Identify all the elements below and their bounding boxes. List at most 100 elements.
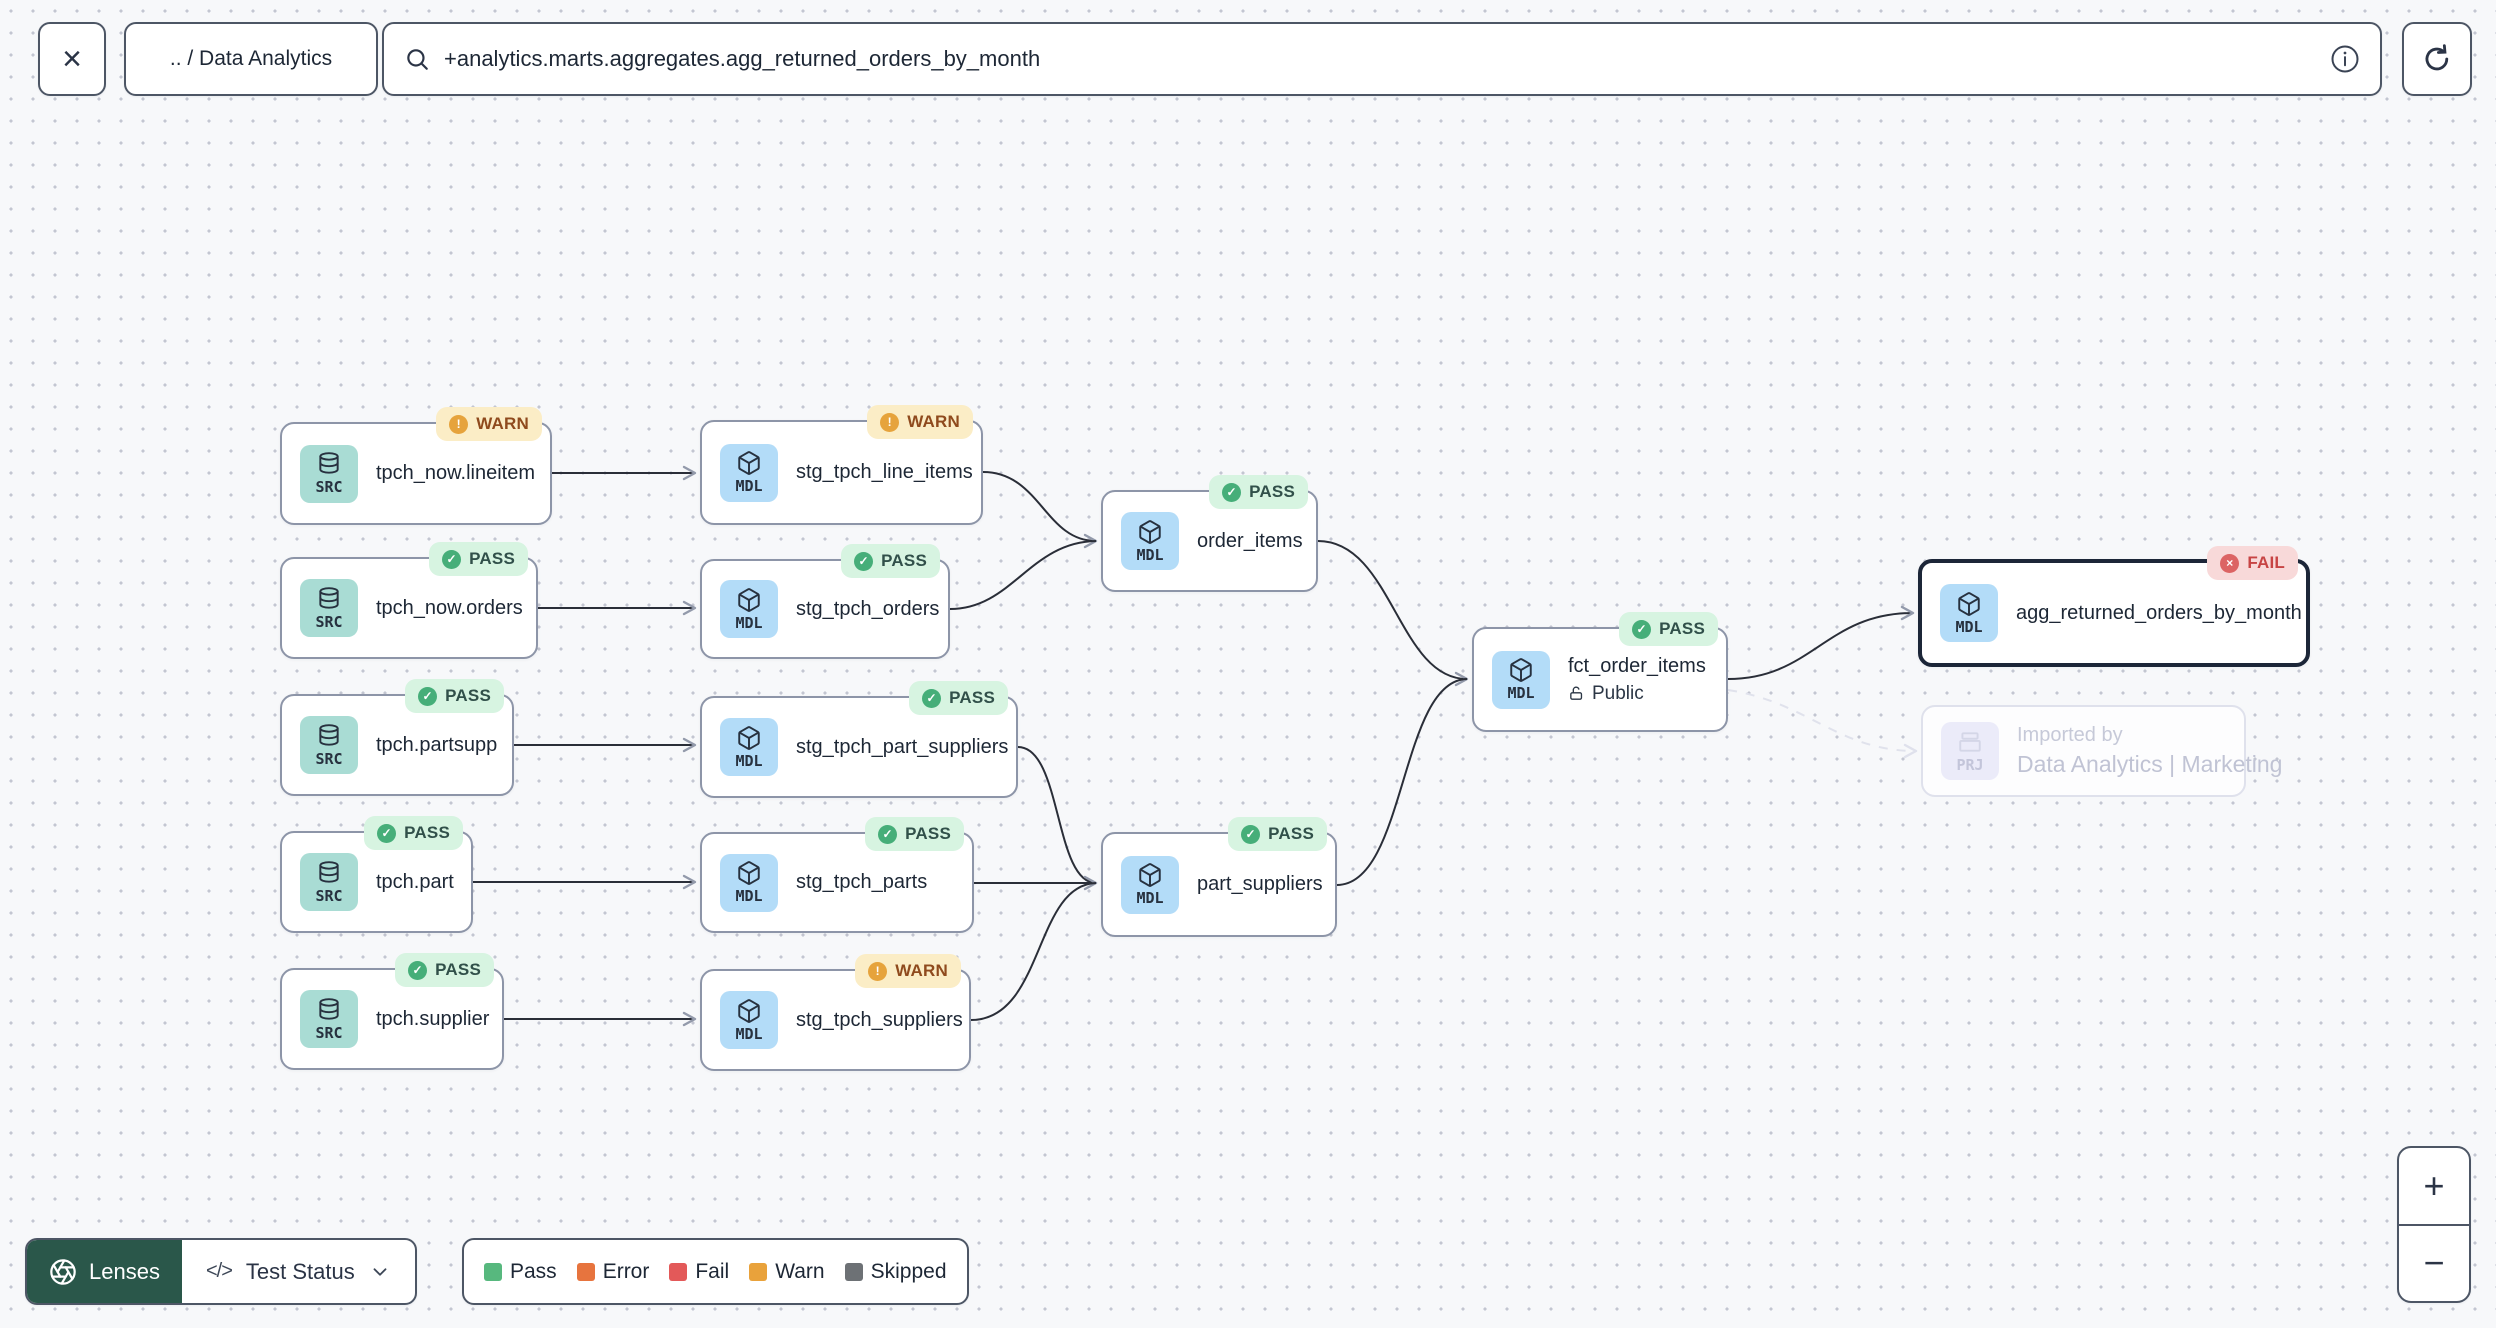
chevron-down-icon bbox=[373, 1267, 387, 1276]
access-row: Public bbox=[1568, 683, 1706, 705]
cube-icon bbox=[1139, 863, 1161, 887]
node-imported-by-project: PRJ Imported by Data Analytics | Marketi… bbox=[1921, 705, 2282, 797]
node-label: stg_tpch_part_suppliers bbox=[796, 735, 1009, 758]
status-badge: !WARN bbox=[855, 954, 961, 988]
node-tpch-now-lineitem[interactable]: !WARN SRC tpch_now.lineitem bbox=[280, 407, 552, 525]
check-icon: ✓ bbox=[377, 823, 397, 843]
cube-icon bbox=[738, 451, 760, 475]
unlock-icon bbox=[1570, 686, 1583, 700]
check-icon: ✓ bbox=[442, 549, 462, 569]
model-type-chip: MDL bbox=[1492, 650, 1550, 709]
legend-item-fail: Fail bbox=[669, 1260, 729, 1284]
status-badge: ✓PASS bbox=[429, 542, 528, 576]
node-stg-tpch-parts[interactable]: ✓PASS MDL stg_tpch_parts bbox=[700, 817, 974, 933]
legend-item-pass: Pass bbox=[484, 1260, 557, 1284]
node-order-items[interactable]: ✓PASS MDL order_items bbox=[1101, 475, 1318, 592]
status-badge: ✓PASS bbox=[1228, 817, 1327, 851]
code-icon: </> bbox=[205, 1260, 233, 1282]
model-type-chip: MDL bbox=[720, 580, 778, 638]
zoom-out-button[interactable]: − bbox=[2423, 1242, 2445, 1284]
cube-icon bbox=[738, 725, 760, 750]
check-icon: ✓ bbox=[408, 960, 428, 980]
status-badge: ✓PASS bbox=[1619, 612, 1718, 646]
node-stg-tpch-line-items[interactable]: !WARN MDL stg_tpch_line_items bbox=[700, 405, 983, 525]
cube-icon bbox=[738, 861, 760, 885]
lenses-label: Lenses bbox=[89, 1258, 160, 1284]
source-type-chip: SRC bbox=[300, 716, 358, 774]
warn-icon: ! bbox=[868, 961, 888, 981]
close-icon: × bbox=[62, 40, 82, 78]
node-stg-tpch-part-suppliers[interactable]: ✓PASS MDL stg_tpch_part_suppliers bbox=[700, 681, 1018, 798]
node-label: tpch_now.orders bbox=[376, 596, 523, 619]
node-tpch-supplier[interactable]: ✓PASS SRC tpch.supplier bbox=[280, 953, 504, 1070]
model-type-chip: MDL bbox=[720, 718, 778, 776]
node-tpch-part[interactable]: ✓PASS SRC tpch.part bbox=[280, 816, 473, 933]
status-badge: !WARN bbox=[867, 405, 973, 439]
fail-icon: × bbox=[2220, 553, 2240, 573]
project-type-chip: PRJ bbox=[1941, 722, 1999, 780]
database-icon bbox=[319, 586, 339, 609]
fail-swatch bbox=[669, 1262, 688, 1281]
status-badge: ✓PASS bbox=[364, 816, 463, 850]
node-label: stg_tpch_line_items bbox=[796, 461, 973, 483]
source-type-chip: SRC bbox=[300, 990, 358, 1048]
node-label: tpch.partsupp bbox=[376, 733, 498, 756]
check-icon: ✓ bbox=[854, 551, 874, 571]
node-label: stg_tpch_parts bbox=[796, 871, 928, 893]
refresh-icon bbox=[2425, 44, 2449, 71]
cube-icon bbox=[1510, 658, 1532, 682]
status-badge: ✓PASS bbox=[405, 679, 504, 713]
node-tpch-partsupp[interactable]: ✓PASS SRC tpch.partsupp bbox=[280, 679, 514, 796]
legend-item-skipped: Skipped bbox=[844, 1260, 947, 1284]
status-badge: ✓PASS bbox=[841, 544, 940, 578]
node-label: order_items bbox=[1197, 529, 1303, 552]
search-input[interactable] bbox=[444, 46, 2316, 72]
zoom-in-button[interactable]: + bbox=[2399, 1148, 2469, 1226]
source-type-chip: SRC bbox=[300, 853, 358, 911]
node-label: part_suppliers bbox=[1197, 873, 1323, 895]
info-icon[interactable] bbox=[2330, 44, 2360, 74]
search-icon bbox=[407, 49, 428, 70]
refresh-button[interactable] bbox=[2402, 22, 2472, 96]
model-type-chip: MDL bbox=[720, 853, 778, 912]
node-tpch-now-orders[interactable]: ✓PASS SRC tpch_now.orders bbox=[280, 542, 538, 659]
lenses-button[interactable]: Lenses bbox=[27, 1240, 182, 1303]
pass-swatch bbox=[484, 1262, 502, 1281]
cube-icon bbox=[1139, 519, 1161, 544]
node-label: stg_tpch_suppliers bbox=[796, 1008, 963, 1031]
model-type-chip: MDL bbox=[1121, 855, 1179, 914]
breadcrumb[interactable]: .. / Data Analytics bbox=[124, 22, 378, 96]
node-part-suppliers[interactable]: ✓PASS MDL part_suppliers bbox=[1101, 817, 1337, 937]
zoom-control: + − bbox=[2397, 1146, 2471, 1303]
node-label: tpch.supplier bbox=[376, 1007, 490, 1030]
access-label: Public bbox=[1592, 682, 1644, 704]
node-fct-order-items[interactable]: ✓PASS MDL fct_order_items Public bbox=[1472, 612, 1728, 732]
breadcrumb-label: .. / Data Analytics bbox=[169, 47, 333, 70]
imported-by-label: Imported by bbox=[2017, 724, 2123, 746]
node-label: stg_tpch_orders bbox=[796, 597, 940, 620]
legend-item-warn: Warn bbox=[749, 1260, 825, 1284]
status-badge: ✓PASS bbox=[909, 681, 1008, 715]
lens-selected-label: Test Status bbox=[245, 1258, 355, 1284]
source-type-chip: SRC bbox=[300, 444, 358, 503]
check-icon: ✓ bbox=[1222, 482, 1242, 502]
database-icon bbox=[319, 452, 339, 474]
check-icon: ✓ bbox=[878, 824, 898, 844]
warn-swatch bbox=[749, 1262, 768, 1281]
lineage-search-bar[interactable] bbox=[382, 22, 2382, 96]
cube-icon bbox=[738, 587, 760, 612]
imported-by-projects: Data Analytics | Marketing bbox=[2017, 751, 2283, 777]
warn-icon: ! bbox=[880, 412, 900, 432]
cube-icon bbox=[738, 998, 760, 1023]
status-badge: ✓PASS bbox=[395, 953, 494, 987]
model-type-chip: MDL bbox=[720, 443, 778, 502]
lens-dropdown[interactable]: </> Test Status bbox=[182, 1240, 415, 1303]
check-icon: ✓ bbox=[1241, 824, 1261, 844]
node-stg-tpch-suppliers[interactable]: !WARN MDL stg_tpch_suppliers bbox=[700, 954, 971, 1071]
status-badge: ✓PASS bbox=[865, 817, 964, 851]
node-agg-returned-orders-by-month[interactable]: ×FAIL MDL agg_returned_orders_by_month bbox=[1918, 546, 2310, 667]
node-stg-tpch-orders[interactable]: ✓PASS MDL stg_tpch_orders bbox=[700, 544, 950, 659]
node-label: tpch_now.lineitem bbox=[376, 462, 535, 484]
close-button[interactable]: × bbox=[38, 22, 106, 96]
database-icon bbox=[319, 997, 339, 1020]
